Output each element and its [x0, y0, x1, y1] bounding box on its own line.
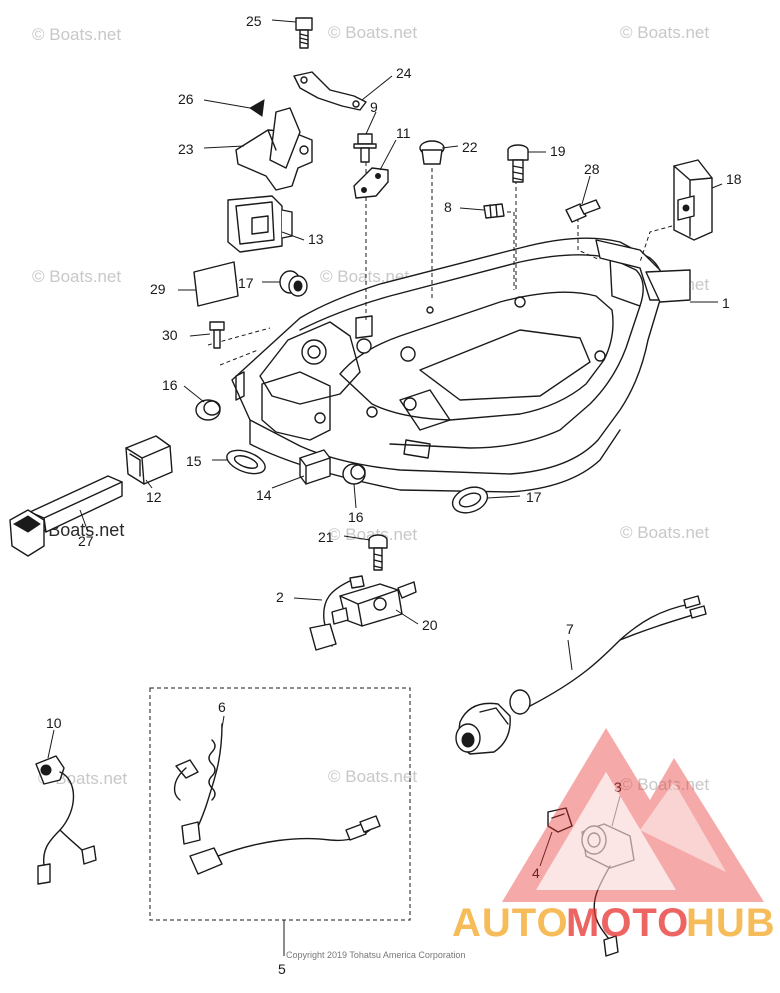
callout-31: 30	[162, 327, 178, 343]
kit-5-box	[149, 687, 411, 956]
watermark: © Boats.net	[32, 25, 121, 44]
watermark: © Boats.net	[32, 267, 121, 286]
watermark: © Boats.net	[328, 525, 417, 544]
plug-16-lower	[342, 463, 366, 485]
brand-auto: AUTO	[452, 901, 569, 945]
bolt-26	[295, 17, 313, 49]
clip-14	[299, 449, 331, 485]
watermark: © Boats.net	[328, 23, 417, 42]
callout-10: 10	[46, 715, 62, 731]
stop-cord-10	[35, 755, 97, 885]
callout-18: 17	[238, 275, 254, 291]
callout-23: 22	[462, 139, 478, 155]
clip-27	[249, 99, 265, 117]
plug-23	[419, 140, 445, 165]
callout-22: 21	[318, 529, 334, 545]
leader-lines	[47, 19, 723, 867]
automotohub-logo: AUTO MOTO HUB	[452, 728, 776, 945]
callout-labels: 25 24 26 9 11 22 19 23 28 18 8 13 29 17 …	[46, 13, 742, 977]
grommet-15	[226, 449, 266, 475]
callout-25: 24	[396, 65, 412, 81]
grommet-18	[279, 270, 308, 297]
brand-hub: HUB	[686, 901, 776, 945]
callout-28: 27	[78, 533, 94, 549]
callout-6: 6	[218, 699, 226, 715]
handle-24	[235, 107, 313, 191]
watermark: © Boats.net	[620, 23, 709, 42]
callout-9: 9	[370, 99, 378, 115]
bracket-25	[293, 71, 367, 111]
bolt-20	[507, 144, 529, 183]
watermark: © Boats.net	[620, 775, 709, 794]
callout-16b: 16	[348, 509, 364, 525]
callout-24: 23	[178, 141, 194, 157]
callout-27: 26	[178, 91, 194, 107]
callout-12: 12	[146, 489, 162, 505]
grommet-13	[227, 195, 293, 253]
lower-cowling-pan	[231, 237, 691, 493]
callout-20: 19	[550, 143, 566, 159]
callout-11: 11	[396, 125, 411, 141]
callout-1: 1	[722, 295, 730, 311]
callout-13: 13	[308, 231, 324, 247]
callout-16a: 16	[162, 377, 178, 393]
watermark-group: © Boats.net © Boats.net © Boats.net © Bo…	[30, 23, 709, 794]
pin-8	[483, 203, 505, 219]
callout-17: 17	[526, 489, 542, 505]
clip-4	[547, 807, 573, 833]
callout-29: 28	[584, 161, 600, 177]
grommet-17	[451, 486, 489, 514]
switch-harness-7	[455, 595, 707, 755]
latch-19	[673, 159, 713, 241]
watermark: © Boats.net	[328, 767, 417, 786]
callout-21: 20	[422, 617, 438, 633]
callout-8: 8	[444, 199, 452, 215]
callout-3: 3	[614, 779, 622, 795]
plug-16-upper	[195, 399, 221, 421]
callout-4: 4	[532, 865, 540, 881]
screw-31	[209, 321, 225, 349]
callout-30: 29	[150, 281, 166, 297]
bolt-29	[565, 199, 601, 223]
callout-7: 7	[566, 621, 574, 637]
lanyard-6	[173, 723, 381, 875]
copyright-text: Copyright 2019 Tohatsu America Corporati…	[286, 950, 465, 960]
callout-26: 25	[246, 13, 262, 29]
tiller-arm-28	[9, 475, 123, 557]
bolt-22	[368, 534, 388, 571]
callout-15: 15	[186, 453, 202, 469]
brand-moto: MOTO	[566, 901, 689, 945]
callout-19: 18	[726, 171, 742, 187]
sleeve-12	[125, 435, 173, 485]
callout-5: 5	[278, 961, 286, 977]
callout-2: 2	[276, 589, 284, 605]
bracket-11	[353, 167, 389, 199]
pad-30	[193, 261, 239, 307]
stop-switch-21	[309, 575, 417, 651]
watermark: © Boats.net	[320, 267, 409, 286]
bolt-9	[353, 133, 377, 163]
callout-14: 14	[256, 487, 272, 503]
watermark: © Boats.net	[620, 523, 709, 542]
